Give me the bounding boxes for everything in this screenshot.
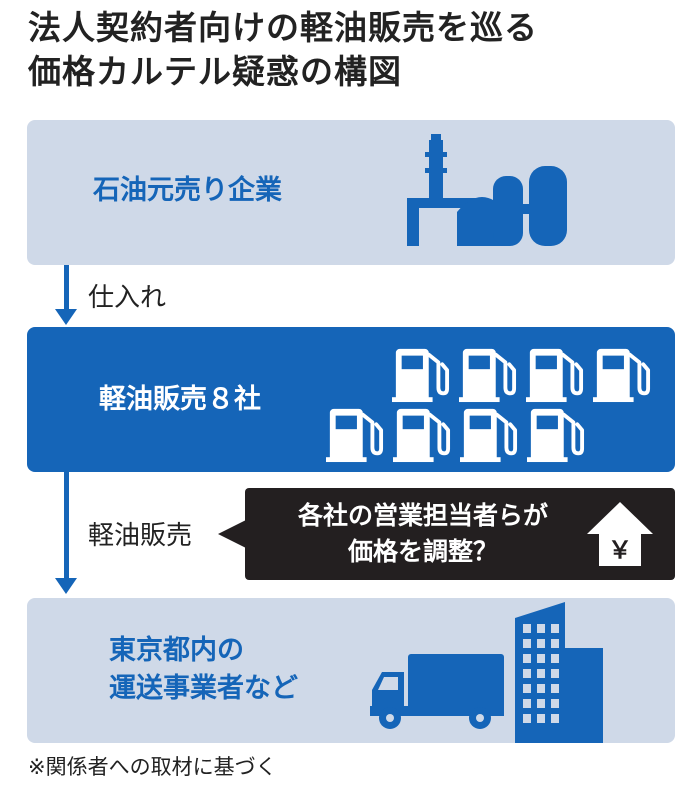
callout-text: 各社の営業担当者らが 価格を調整？ [263,498,583,570]
building-window [537,714,545,723]
customers-label-line-1: 東京都内の [109,635,244,666]
fuel-pump-icon [593,345,651,403]
title-line-2: 価格カルテル疑惑の構図 [28,52,402,91]
building-window [523,669,531,678]
purchase-arrow-line [64,265,69,311]
purchase-arrow-head [55,309,77,325]
sellers-label: 軽油販売８社 [99,384,261,415]
building-window [551,654,559,663]
building-window [551,669,559,678]
building-window [523,699,531,708]
supplier-box: 石油元売り企業 [27,120,675,265]
price-fixing-callout: 各社の営業担当者らが 価格を調整？ ￥ [245,488,675,580]
price-up-house-icon: ￥ [587,502,653,566]
purchase-label: 仕入れ [88,283,167,313]
fuel-pump-icon [459,345,517,403]
building-window [523,654,531,663]
building-window [551,699,559,708]
building-window [523,684,531,693]
sale-arrow-line [64,472,69,580]
building-window [537,624,545,633]
oil-refinery-icon [407,134,567,246]
building-window [523,624,531,633]
building-window [523,714,531,723]
callout-line-2: 価格を調整？ [347,537,498,566]
building-window [551,714,559,723]
building-window [537,699,545,708]
fuel-pump-icon [527,405,585,463]
building-window [523,639,531,648]
fuel-pump-icon [460,405,518,463]
yen-symbol: ￥ [608,536,632,564]
sale-arrow-head [55,578,77,594]
callout-line-1: 各社の営業担当者らが [297,501,548,530]
fuel-pump-icon [393,405,451,463]
title-line-1: 法人契約者向けの軽油販売を巡る [28,8,538,47]
callout-pointer [218,520,246,548]
building-window [551,639,559,648]
fuel-pump-icon [392,345,450,403]
fuel-pump-icon [526,345,584,403]
office-building-icon [515,602,603,743]
truck-icon [370,654,504,729]
supplier-label: 石油元売り企業 [93,175,282,206]
building-window [537,684,545,693]
footnote: ※関係者への取材に基づく [28,755,277,779]
building-window [551,624,559,633]
sellers-box: 軽油販売８社 [27,327,675,472]
customers-label-line-2: 運送事業者など [109,673,298,704]
building-window [537,669,545,678]
page-title: 法人契約者向けの軽油販売を巡る 価格カルテル疑惑の構図 [28,6,538,94]
fuel-pump-icon [326,405,384,463]
building-window [537,654,545,663]
sale-label: 軽油販売 [88,521,193,551]
building-window [537,639,545,648]
building-window [551,684,559,693]
customers-box: 東京都内の 運送事業者など [27,598,675,743]
customers-label: 東京都内の 運送事業者など [109,632,298,708]
